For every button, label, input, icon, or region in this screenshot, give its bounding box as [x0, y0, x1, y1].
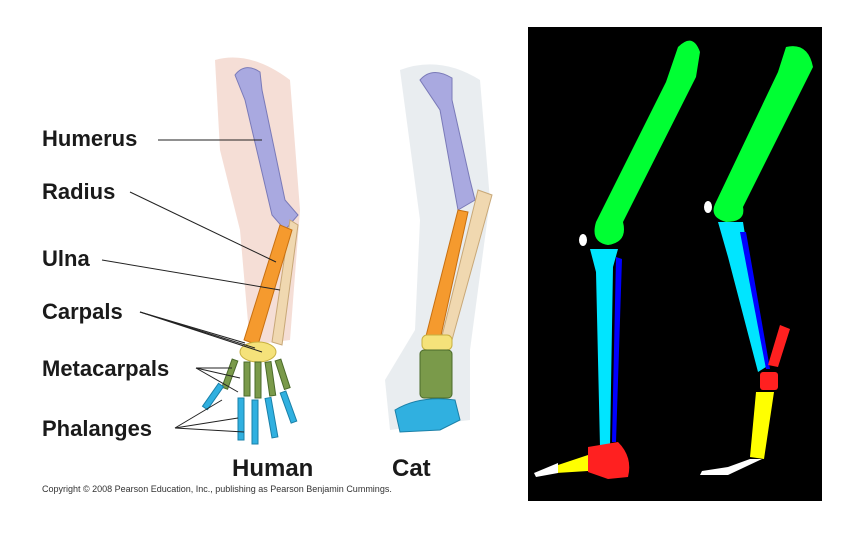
caption-cat: Cat — [392, 455, 431, 482]
leader-lines — [101, 139, 281, 433]
cat-metacarpals — [419, 349, 453, 399]
left-fibula — [612, 257, 622, 442]
right-tibia — [718, 222, 766, 372]
left-patella — [579, 234, 587, 246]
right-fibula — [740, 232, 770, 369]
copyright-notice: Copyright © 2008 Pearson Education, Inc.… — [42, 484, 392, 494]
label-phalanges: Phalanges — [42, 416, 153, 441]
cat-humerus — [419, 72, 476, 211]
label-metacarpals: Metacarpals — [42, 356, 170, 381]
leg-skeletons — [534, 40, 813, 479]
right-toes — [700, 459, 762, 475]
label-ulna: Ulna — [42, 246, 90, 271]
right-patella — [704, 201, 712, 213]
caption-human: Human — [232, 455, 314, 482]
left-tibia — [590, 249, 618, 447]
left-femur — [594, 40, 700, 245]
right-tarsals — [760, 372, 778, 390]
human-metacarpals — [221, 358, 291, 399]
left-metatarsals — [556, 455, 588, 473]
leg-skeleton-panel — [528, 27, 822, 501]
right-calcaneus — [768, 325, 790, 367]
human-phalanges — [201, 382, 298, 445]
left-tarsals — [588, 442, 630, 479]
human-ulna — [271, 219, 299, 346]
cat-carpals — [421, 334, 453, 351]
label-carpals: Carpals — [42, 299, 123, 324]
label-radius: Radius — [42, 179, 116, 204]
label-humerus: Humerus — [42, 126, 138, 151]
left-toes — [534, 463, 558, 477]
right-femur — [713, 46, 813, 223]
right-metatarsals — [750, 392, 774, 459]
cat-phalanges — [394, 398, 461, 433]
